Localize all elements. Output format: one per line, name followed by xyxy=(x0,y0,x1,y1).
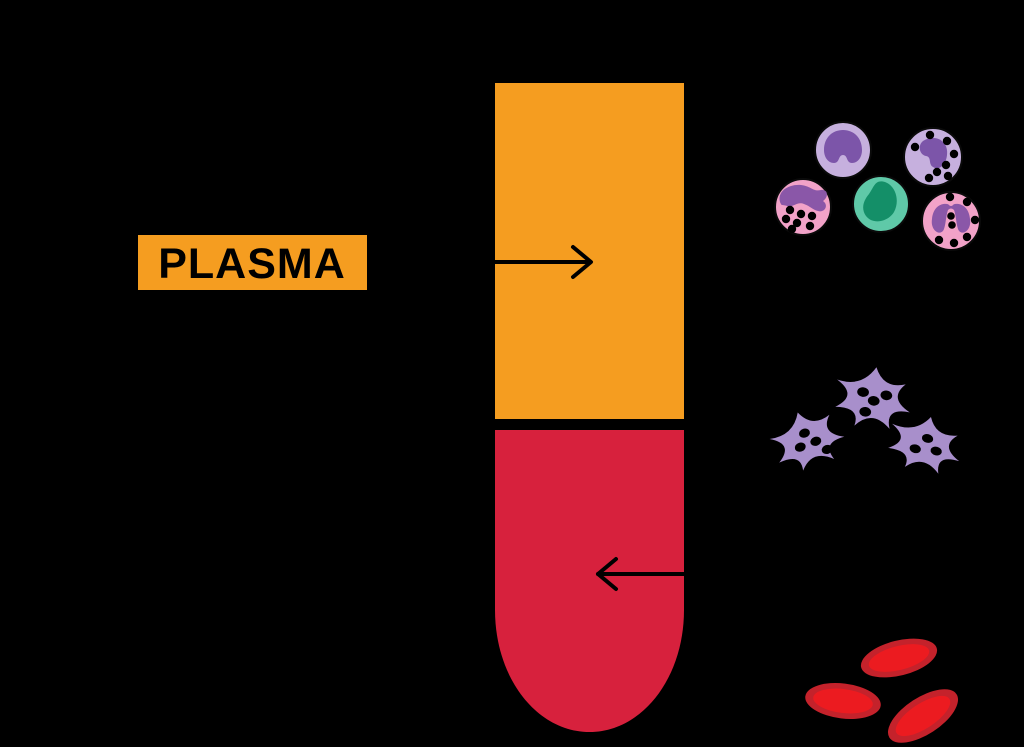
platelet-1 xyxy=(835,367,910,429)
platelet-2-dots xyxy=(794,428,833,455)
platelets-group xyxy=(769,367,960,474)
plasma-arrow xyxy=(370,245,593,279)
plasma-label: PLASMA xyxy=(138,235,367,290)
basophil-nucleus xyxy=(919,137,948,169)
red-blood-cell-1-center xyxy=(868,644,930,672)
red-cell-arrow xyxy=(596,557,790,591)
red-blood-cell-3 xyxy=(887,689,959,743)
platelet-3 xyxy=(888,417,960,474)
red-blood-cells-group xyxy=(805,638,959,743)
white-blood-cell-lymphocyte xyxy=(852,175,910,233)
white-blood-cell-eosinophil xyxy=(921,191,981,251)
red-blood-cell-2 xyxy=(805,683,881,719)
platelet-1-dots xyxy=(857,387,893,417)
platelet-2 xyxy=(769,412,845,471)
test-tube-plasma-layer xyxy=(495,83,684,419)
white-blood-cell-monocyte xyxy=(814,121,872,179)
white-blood-cell-neutrophil xyxy=(774,178,832,236)
plasma-label-box xyxy=(138,235,367,290)
red-blood-cell-1 xyxy=(860,638,938,678)
monocyte-nucleus xyxy=(824,130,862,163)
platelet-3-dots xyxy=(909,434,942,456)
basophil-granules xyxy=(910,130,959,183)
red-blood-cell-2-center xyxy=(813,688,873,714)
neutrophil-granules xyxy=(781,205,817,234)
plasma-label-text: PLASMA xyxy=(158,240,346,288)
lymphocyte-nucleus xyxy=(863,181,897,222)
eosinophil-granules xyxy=(934,192,980,248)
eosinophil-nucleus xyxy=(931,203,971,233)
red-blood-cell-3-center xyxy=(895,695,951,737)
white-blood-cell-basophil xyxy=(903,127,963,187)
neutrophil-nucleus xyxy=(779,184,827,212)
white-blood-cells-group xyxy=(774,121,981,251)
test-tube-red-cell-layer xyxy=(495,430,684,732)
